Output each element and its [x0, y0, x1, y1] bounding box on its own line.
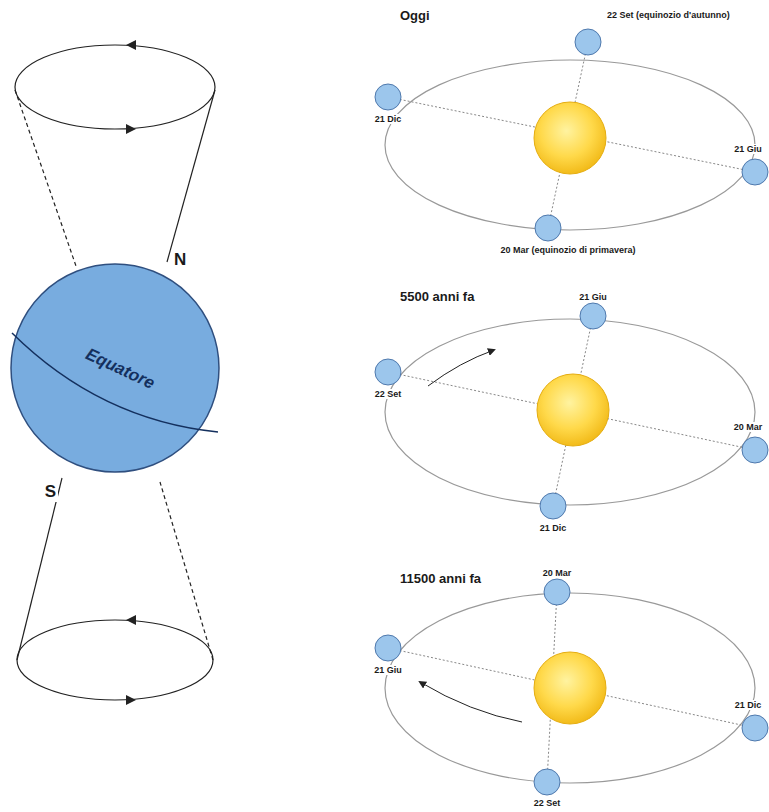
pole-label: N: [172, 250, 188, 270]
date-label: 21 Dic: [733, 700, 764, 710]
earth-globe: Equatore: [10, 263, 220, 473]
panel-title: 11500 anni fa: [398, 572, 483, 587]
date-label: 20 Mar: [541, 568, 574, 578]
date-label: 22 Set (equinozio d'autunno): [605, 10, 732, 20]
date-label: 21 Dic: [373, 114, 404, 124]
date-label: 21 Dic: [538, 523, 569, 533]
equator-line: [12, 333, 218, 432]
date-label: 21 Giu: [732, 144, 764, 154]
date-label: 21 Giu: [372, 665, 404, 675]
earth-position: [375, 29, 768, 795]
panel-title: Oggi: [398, 9, 432, 24]
date-label: 21 Giu: [577, 292, 609, 302]
orbit: [385, 60, 755, 783]
pole-label: S: [43, 482, 58, 502]
date-label: 22 Set: [373, 389, 404, 399]
date-label: 20 Mar: [732, 422, 765, 432]
date-label: 20 Mar (equinozio di primavera): [498, 245, 637, 255]
sun: [534, 102, 609, 724]
date-label: 22 Set: [532, 798, 563, 808]
sun-earth-line: [388, 42, 755, 782]
panel-title: 5500 anni fa: [398, 290, 476, 305]
orbit-motion-arrow: [420, 350, 522, 722]
